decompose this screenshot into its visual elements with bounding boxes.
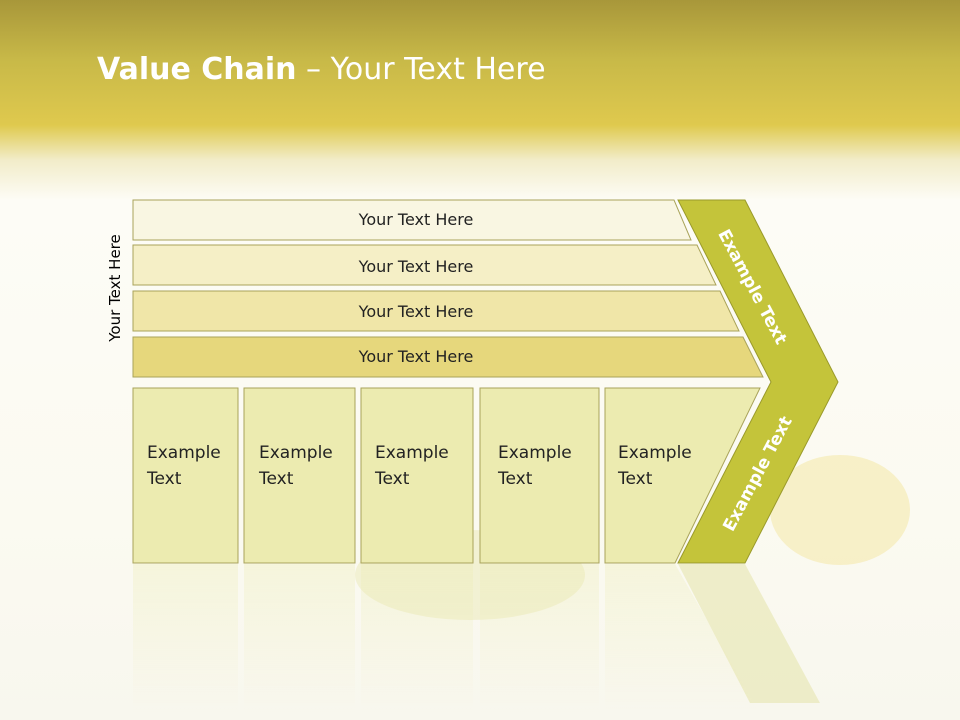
cell-5-text: Example Text bbox=[618, 440, 692, 492]
page-title: Value Chain – Your Text Here bbox=[97, 52, 546, 87]
cell-5 bbox=[604, 387, 761, 564]
cell-3-line2: Text bbox=[375, 469, 410, 489]
chevron-arrow bbox=[677, 199, 839, 564]
cell-2-line2: Text bbox=[259, 469, 294, 489]
title-bold: Value Chain bbox=[97, 52, 297, 87]
cell-4-line1: Example bbox=[498, 443, 572, 463]
bar-3 bbox=[132, 290, 740, 332]
cell-2-text: Example Text bbox=[259, 440, 333, 492]
bar-4-label: Your Text Here bbox=[358, 347, 474, 366]
title-rest: – Your Text Here bbox=[296, 52, 546, 87]
reflection-shapes bbox=[133, 564, 820, 714]
bar-4 bbox=[132, 336, 764, 378]
bar-1 bbox=[132, 199, 692, 241]
bar-2 bbox=[132, 244, 717, 286]
cell-3-text: Example Text bbox=[375, 440, 449, 492]
cell-3 bbox=[360, 387, 474, 564]
bar-2-label: Your Text Here bbox=[358, 257, 474, 276]
cell-4 bbox=[479, 387, 600, 564]
cell-2 bbox=[243, 387, 356, 564]
cell-1-text: Example Text bbox=[147, 440, 221, 492]
cell-1-line1: Example bbox=[147, 443, 221, 463]
reflection bbox=[0, 563, 960, 720]
cell-5-line2: Text bbox=[618, 469, 653, 489]
cell-3-line1: Example bbox=[375, 443, 449, 463]
bar-1-label: Your Text Here bbox=[358, 210, 474, 229]
cell-5-line1: Example bbox=[618, 443, 692, 463]
bar-3-label: Your Text Here bbox=[358, 302, 474, 321]
cell-4-line2: Text bbox=[498, 469, 533, 489]
cell-1 bbox=[132, 387, 239, 564]
cell-2-line1: Example bbox=[259, 443, 333, 463]
cell-4-text: Example Text bbox=[498, 440, 572, 492]
cell-1-line2: Text bbox=[147, 469, 182, 489]
